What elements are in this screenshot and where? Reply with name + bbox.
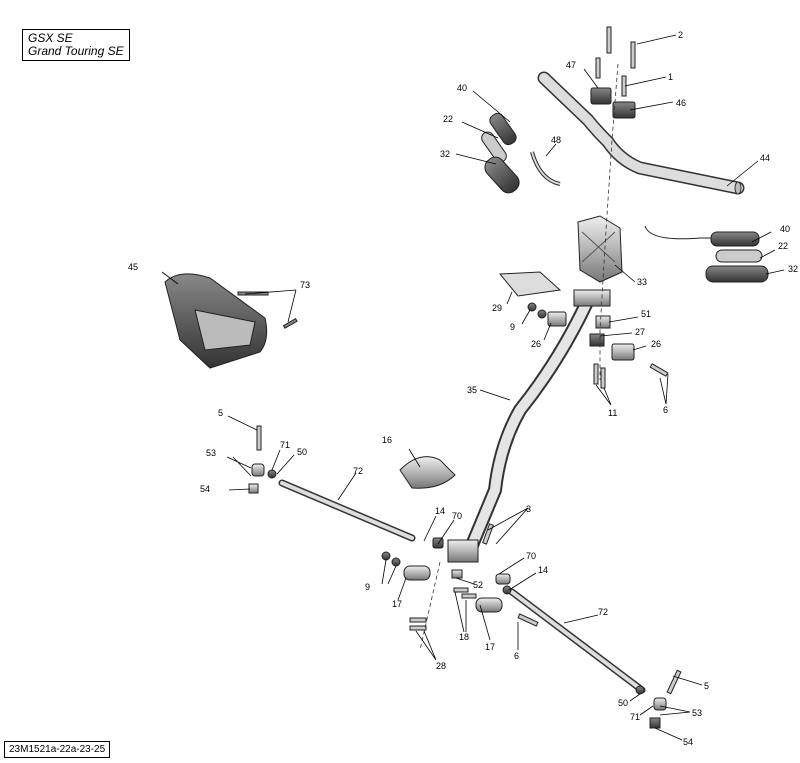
callout: 54 [683,737,693,747]
model-label-box: GSX SE Grand Touring SE [22,29,130,61]
callout: 52 [473,580,483,590]
callout: 44 [760,153,770,163]
tie-rod-right [508,588,646,694]
callout: 26 [651,339,661,349]
callout: 48 [551,135,561,145]
model-name: Grand Touring SE [28,44,124,58]
plate [498,271,562,297]
callout: 5 [704,681,709,691]
callout: 72 [353,466,363,476]
nuts [381,302,547,567]
callout: 50 [618,698,628,708]
callout: 3 [526,504,531,514]
callout: 73 [300,280,310,290]
callout: 70 [526,551,536,561]
callout: 5 [218,408,223,418]
callout: 71 [630,712,640,722]
upper-clamp [577,215,623,283]
callout: 46 [676,98,686,108]
callout: 2 [678,30,683,40]
callout: 22 [443,114,453,124]
callout: 16 [382,435,392,445]
riser-blocks [590,26,636,119]
callout: 18 [459,632,469,642]
callout: 9 [510,322,515,332]
callout: 22 [778,241,788,251]
callout: 11 [608,408,617,418]
diagram-reference-code: 23M1521a-22a-23-25 [4,741,111,758]
handlebar [537,71,745,195]
callout: 29 [492,303,502,313]
console-cover [164,273,298,369]
assembly-axis [419,63,619,651]
steering-column [447,297,595,563]
callout: 50 [297,447,307,457]
callout: 1 [668,72,673,82]
callout: 35 [467,385,477,395]
callout: 17 [485,642,495,652]
callout-labels: 2 1 47 46 40 22 32 48 44 40 22 32 33 45 … [128,30,798,747]
tie-rod-end-right [635,669,682,729]
callout: 6 [514,651,519,661]
callout: 47 [566,60,576,70]
callout: 70 [452,511,462,521]
callout: 40 [457,83,467,93]
callout: 26 [531,339,541,349]
cover [399,456,456,489]
callout: 9 [365,582,370,592]
callout: 71 [280,440,290,450]
grip-assembly-left [481,112,561,194]
leader-lines [161,34,785,741]
callout: 53 [206,448,216,458]
tie-rod-end-left [248,425,277,494]
tie-rod-left [278,479,416,542]
callout: 14 [538,565,548,575]
model-name: GSX SE [28,31,73,45]
callout: 51 [641,309,651,319]
callout: 53 [692,708,702,718]
callout: 17 [392,599,402,609]
column-clamps [547,289,669,389]
callout: 32 [440,149,450,159]
callout: 28 [436,661,446,671]
callout: 45 [128,262,138,272]
callout: 27 [635,327,645,337]
grip-assembly-right [644,225,769,283]
callout: 14 [435,506,445,516]
callout: 33 [637,277,647,287]
callout: 6 [663,405,668,415]
callout: 32 [788,264,798,274]
callout: 54 [200,484,210,494]
callout: 72 [598,607,608,617]
callout: 40 [780,224,790,234]
